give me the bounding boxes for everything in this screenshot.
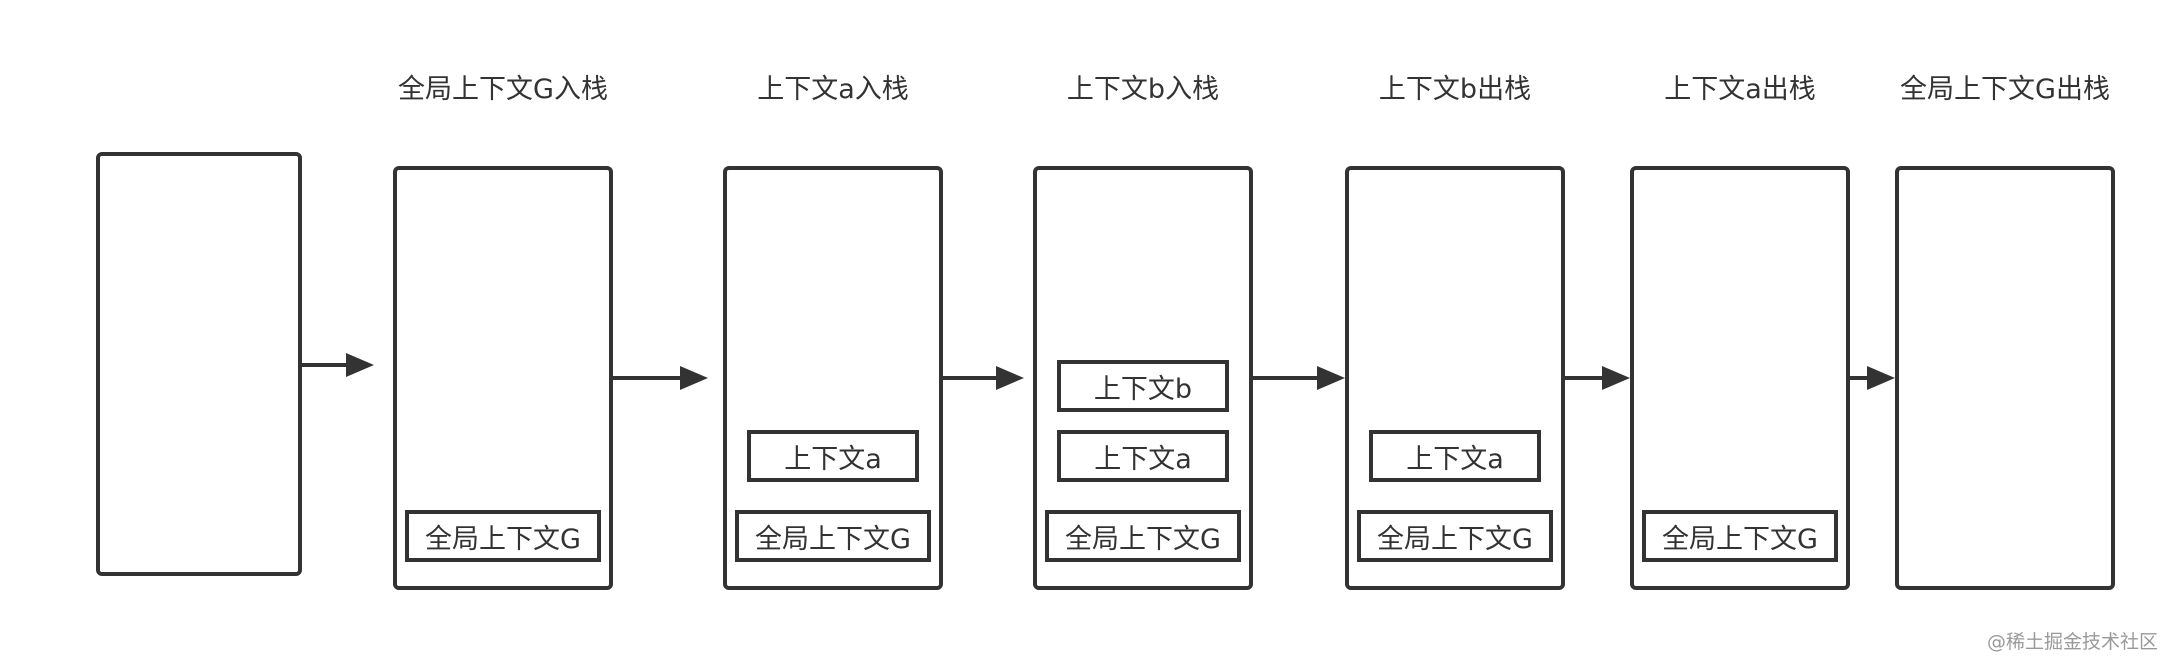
transition-arrow: [1253, 366, 1345, 390]
stack-frame: 上下文a: [747, 430, 919, 482]
stack-frame: 全局上下文G: [1642, 510, 1838, 562]
transition-arrow: [943, 366, 1024, 390]
stage-title-4: 上下文b出栈: [1378, 74, 1532, 105]
arrow-head-icon: [680, 366, 708, 390]
arrow-shaft: [1565, 376, 1606, 380]
stack-box-3: 全局上下文G 上下文a 上下文b: [1033, 166, 1253, 590]
stage-title-6: 全局上下文G出栈: [1900, 74, 2110, 105]
arrow-head-icon: [1602, 366, 1630, 390]
stack-frame: 上下文a: [1057, 430, 1229, 482]
stack-frame: 上下文b: [1057, 360, 1229, 412]
stage-title-5: 上下文a出栈: [1664, 74, 1816, 105]
stack-frame: 全局上下文G: [405, 510, 601, 562]
arrow-shaft: [943, 376, 1000, 380]
transition-arrow: [302, 353, 374, 377]
stack-box-5: 全局上下文G: [1630, 166, 1850, 590]
stack-frame: 全局上下文G: [1045, 510, 1241, 562]
transition-arrow: [1565, 366, 1630, 390]
stage-title-3: 上下文b入栈: [1066, 74, 1220, 105]
stack-frame: 全局上下文G: [1357, 510, 1553, 562]
stack-box-0: [96, 152, 302, 576]
stack-box-2: 全局上下文G 上下文a: [723, 166, 943, 590]
arrow-shaft: [302, 363, 350, 367]
stack-box-6: [1895, 166, 2115, 590]
stack-frame: 上下文a: [1369, 430, 1541, 482]
arrow-shaft: [613, 376, 684, 380]
stage-title-1: 全局上下文G入栈: [398, 74, 608, 105]
stack-box-4: 全局上下文G 上下文a: [1345, 166, 1565, 590]
stage-title-2: 上下文a入栈: [757, 74, 909, 105]
stack-frame: 全局上下文G: [735, 510, 931, 562]
arrow-head-icon: [1867, 366, 1895, 390]
stack-box-1: 全局上下文G: [393, 166, 613, 590]
arrow-shaft: [1850, 376, 1871, 380]
arrow-head-icon: [996, 366, 1024, 390]
arrow-head-icon: [1317, 366, 1345, 390]
arrow-head-icon: [346, 353, 374, 377]
transition-arrow: [1850, 366, 1895, 390]
arrow-shaft: [1253, 376, 1321, 380]
transition-arrow: [613, 366, 708, 390]
watermark: @稀土掘金技术社区: [1986, 631, 2158, 653]
